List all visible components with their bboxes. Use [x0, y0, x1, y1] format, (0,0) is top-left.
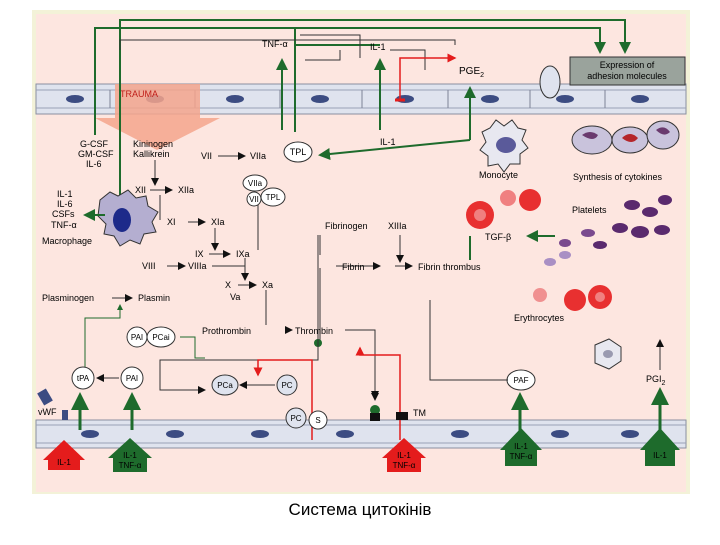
svg-text:TM: TM [413, 408, 426, 418]
svg-text:IL-1: IL-1 [123, 451, 137, 460]
label-gcsf: G-CSF [80, 139, 109, 149]
svg-text:IL-1: IL-1 [514, 442, 528, 451]
svg-text:PAI: PAI [131, 333, 143, 342]
svg-text:PAI: PAI [126, 374, 138, 383]
tpa-node: tPA [71, 366, 95, 390]
label-xia: XIa [211, 217, 225, 227]
label-kininogen: Kininogen [133, 139, 173, 149]
label-xi: XI [167, 217, 176, 227]
label-ixa: IXa [236, 249, 250, 259]
label-gmcsf: GM-CSF [78, 149, 114, 159]
pca-node: PCa [211, 374, 239, 396]
svg-text:VIIa: VIIa [248, 179, 263, 188]
svg-text:PAF: PAF [514, 376, 529, 385]
input-il1-tnf-b: IL-1 TNF-α [108, 438, 152, 472]
label-xiia: XIIa [178, 185, 194, 195]
label-il1-left: IL-1 [57, 189, 73, 199]
input-il1-e: IL-1 [640, 428, 680, 466]
erythrocytes-cluster [466, 189, 612, 311]
label-platelets: Platelets [572, 205, 607, 215]
bottom-endothelium [35, 419, 687, 449]
label-monocyte: Monocyte [479, 170, 518, 180]
adhered-cells [539, 65, 680, 155]
svg-text:PC: PC [281, 381, 292, 390]
trauma-wedge: TRAUMA [95, 84, 220, 150]
svg-text:PCa: PCa [217, 381, 233, 390]
macrophage-cell [97, 189, 159, 247]
svg-text:TPL: TPL [266, 193, 281, 202]
label-pgi2: PGI2 [646, 374, 666, 387]
svg-text:adhesion molecules: adhesion molecules [587, 71, 667, 81]
label-fibrin: Fibrin [342, 262, 365, 272]
label-ix: IX [195, 249, 204, 259]
label-il6-a: IL-6 [86, 159, 102, 169]
tpl-node-1: TPL [283, 141, 313, 163]
label-prothrombin: Prothrombin [202, 326, 251, 336]
label-il1-mid: IL-1 [380, 137, 396, 147]
svg-text:vWF: vWF [38, 407, 57, 417]
svg-text:S: S [315, 416, 320, 425]
monocyte-cell [479, 119, 529, 173]
pc-node: PC [276, 374, 298, 396]
label-x: X [225, 280, 231, 290]
svg-text:TPL: TPL [290, 147, 307, 157]
label-tnf-left: TNF-α [51, 220, 77, 230]
label-il6-left: IL-6 [57, 199, 73, 209]
svg-text:IL-1: IL-1 [57, 458, 71, 467]
label-erythrocytes: Erythrocytes [514, 313, 565, 323]
pai-node-2: PAI [120, 366, 144, 390]
vwf-marker: vWF [37, 388, 68, 420]
label-xii: XII [135, 185, 146, 195]
label-thrombin: Thrombin [295, 326, 333, 336]
svg-text:TNF-α: TNF-α [393, 461, 416, 470]
label-fibrin-thrombus: Fibrin thrombus [418, 262, 481, 272]
input-il1-tnf-d: IL-1 TNF-α [500, 428, 542, 466]
label-vii: VII [201, 151, 212, 161]
top-green-lines [94, 19, 631, 205]
label-pge2: PGE2 [459, 66, 484, 79]
tm-receptor: TM [370, 405, 426, 421]
label-macrophage: Macrophage [42, 236, 92, 246]
input-il1-tnf-c: IL-1 TNF-α [382, 438, 426, 472]
pc-s-complex: PC S [285, 407, 328, 430]
label-il1-top: IL-1 [370, 42, 386, 52]
svg-text:PCai: PCai [152, 333, 170, 342]
label-kallikrein: Kallikrein [133, 149, 170, 159]
svg-text:IL-1: IL-1 [397, 451, 411, 460]
label-fibrinogen: Fibrinogen [325, 221, 368, 231]
svg-text:IL-1: IL-1 [653, 451, 667, 460]
label-va: Va [230, 292, 240, 302]
label-synthesis: Synthesis of cytokines [573, 172, 663, 182]
svg-text:PC: PC [290, 414, 301, 423]
svg-text:tPA: tPA [77, 374, 90, 383]
label-xiiia: XIIIa [388, 221, 407, 231]
pai-pcai-group: PAI PCai [126, 326, 176, 348]
viia-tpl-group: VIIa VII TPL [242, 174, 286, 207]
input-il1-a: IL-1 [43, 440, 85, 470]
label-viiia: VIIIa [188, 261, 207, 271]
svg-text:Expression of: Expression of [600, 60, 655, 70]
label-tgf: TGF-β [485, 232, 511, 242]
label-xa: Xa [262, 280, 273, 290]
label-csfs: CSFs [52, 209, 75, 219]
expression-box: Expression of adhesion molecules [569, 56, 686, 86]
paf-node: PAF [506, 369, 536, 391]
label-plasmin: Plasmin [138, 293, 170, 303]
svg-text:TNF-α: TNF-α [119, 461, 142, 470]
trauma-label: TRAUMA [120, 89, 158, 99]
caption: Система цитокінів [288, 500, 432, 519]
label-viii: VIII [142, 261, 156, 271]
label-tnf-top: TNF-α [262, 39, 288, 49]
label-plasminogen: Plasminogen [42, 293, 94, 303]
white-cell-lower [594, 338, 622, 370]
label-viia: VIIa [250, 151, 266, 161]
svg-text:TNF-α: TNF-α [510, 452, 533, 461]
svg-text:VII: VII [249, 195, 259, 204]
platelets-cluster [544, 195, 672, 266]
